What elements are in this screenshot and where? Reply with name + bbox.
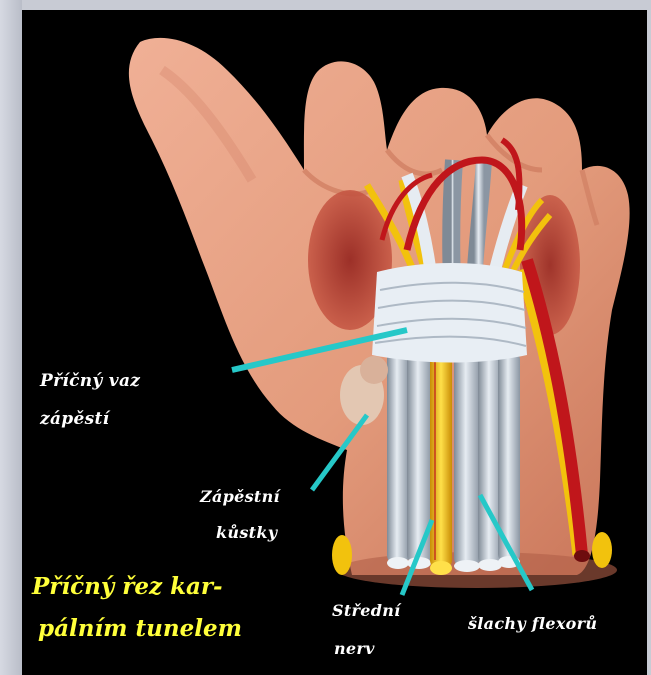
label-median-nerve-line1: Střední: [332, 600, 401, 622]
label-flexor-tendons: šlachy flexorů: [468, 613, 597, 635]
illustration-panel: Příčný vaz zápěstí Zápěstní kůstky Střed…: [22, 10, 647, 675]
median-nerve: [430, 330, 452, 575]
label-transverse-ligament-line1: Příčný vaz: [40, 370, 140, 392]
transverse-carpal-ligament: [372, 263, 527, 363]
label-carpal-bones-line1: Zápěstní: [200, 486, 280, 508]
caption-line2: pálním tunelem: [38, 614, 242, 644]
label-carpal-bones-line2: kůstky: [216, 522, 277, 544]
slide-left-edge: [0, 0, 22, 675]
caption-line1: Příčný řez kar-: [32, 572, 223, 602]
label-median-nerve-line2: nerv: [334, 638, 375, 660]
label-transverse-ligament-line2: zápěstí: [40, 408, 109, 430]
